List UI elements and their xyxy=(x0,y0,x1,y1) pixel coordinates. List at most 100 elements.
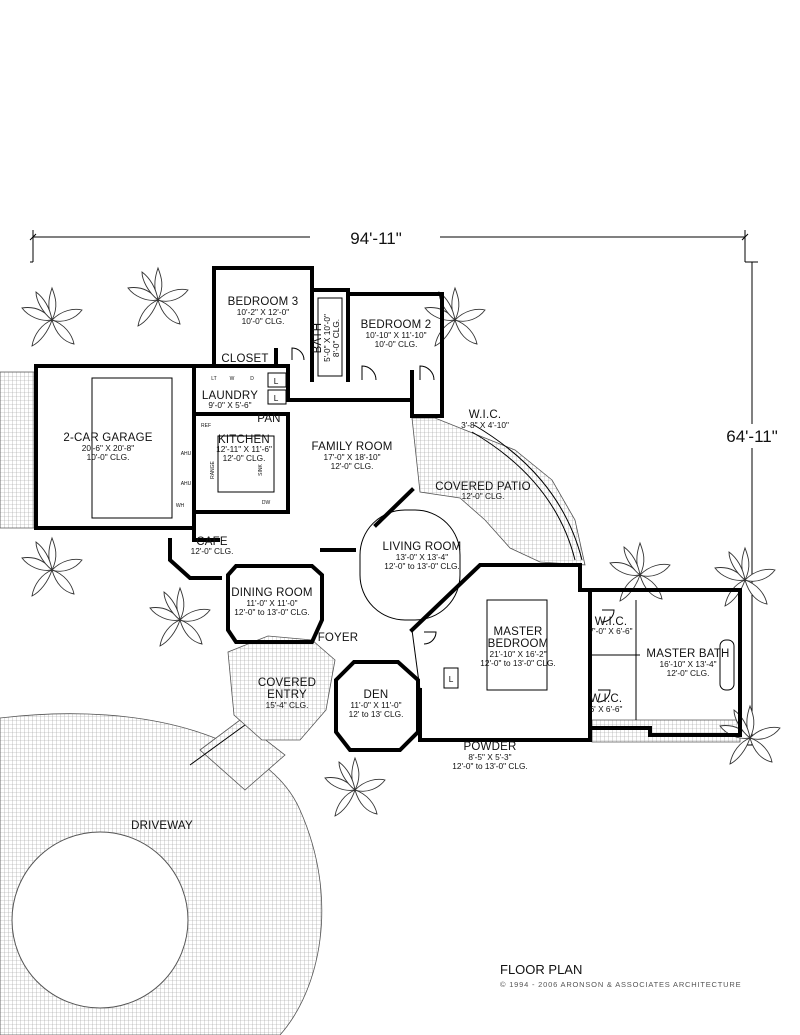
ahu-label: AHU xyxy=(181,451,192,457)
patio-curve xyxy=(471,431,576,561)
dining-clg: 12'-0" to 13'-0" CLG. xyxy=(234,607,309,617)
foyer-name: FOYER xyxy=(318,632,359,644)
laundry-tub-label: LT xyxy=(211,376,216,382)
driveway-turnaround xyxy=(11,831,189,1009)
kitchen-clg: 12'-0" CLG. xyxy=(223,453,266,463)
bedroom3-name: BEDROOM 3 xyxy=(228,296,299,308)
door-swing xyxy=(361,365,377,381)
den-walls xyxy=(334,660,420,752)
door-swings xyxy=(291,347,615,703)
wic2-size: 6' X 6'-6" xyxy=(590,704,623,714)
linen-label: L xyxy=(274,393,279,403)
powder-clg: 12'-0" to 13'-0" CLG. xyxy=(452,761,527,771)
master-clg: 12'-0" to 13'-0" CLG. xyxy=(480,658,555,668)
linen-label: L xyxy=(449,674,454,684)
dimension-depth-bg xyxy=(708,424,796,448)
linen-closet xyxy=(267,389,287,405)
living-name: LIVING ROOM xyxy=(383,541,462,553)
garage-apron-paving xyxy=(0,371,35,529)
masterbath-name: MASTER BATH xyxy=(646,648,729,660)
living-clg: 12'-0" to 13'-0" CLG. xyxy=(384,561,459,571)
wic1-size: 7'-0" X 6'-6" xyxy=(589,626,632,636)
family-name: FAMILY ROOM xyxy=(311,441,392,453)
wic-top-size: 3'-8" X 4'-10" xyxy=(461,420,509,430)
cafe-name: CAFE xyxy=(196,536,228,548)
powder-size: 8'-5" X 5'-3" xyxy=(468,752,511,762)
washer-label: W xyxy=(230,376,235,382)
dryer-label: D xyxy=(250,376,254,382)
family-clg: 12'-0" CLG. xyxy=(331,461,374,471)
den-size: 11'-0" X 11'-0" xyxy=(350,700,401,710)
dimension-width: 94'-11" xyxy=(350,229,402,248)
sink-label: SINK xyxy=(258,464,264,476)
plan-title: FLOOR PLAN xyxy=(500,962,582,977)
garage-clg: 10'-0" CLG. xyxy=(87,452,130,462)
door-swing xyxy=(423,631,437,645)
refrigerator-label: REF xyxy=(201,423,211,429)
cafe-walls xyxy=(168,538,222,580)
shrub xyxy=(714,547,776,607)
entry-size: 15'-4" CLG. xyxy=(266,700,309,710)
bedroom2-name: BEDROOM 2 xyxy=(361,319,432,331)
patio-clg: 12'-0" CLG. xyxy=(462,491,505,501)
shrub xyxy=(149,587,211,647)
water-heater-label: WH xyxy=(176,503,185,509)
den-name: DEN xyxy=(364,689,389,701)
wic-top-name: W.I.C. xyxy=(469,409,502,421)
powder-name: POWDER xyxy=(464,741,517,753)
dimension-depth: 64'-11" xyxy=(726,427,778,446)
wic2-name: W.I.C. xyxy=(590,693,623,705)
entry-paving xyxy=(227,635,336,741)
shrub xyxy=(21,287,83,347)
master-bed-outline xyxy=(486,599,548,691)
interior-partitions xyxy=(91,297,735,720)
bedroom2-size: 10'-10" X 11'-10" xyxy=(365,330,426,340)
driveway-edge xyxy=(189,724,246,766)
door-swing xyxy=(291,347,305,361)
range-label: RANGE xyxy=(210,460,216,478)
linen-closet xyxy=(267,372,287,388)
dining-size: 11'-0" X 11'-0" xyxy=(246,598,297,608)
master-size: 21'-10" X 16'-2" xyxy=(489,649,546,659)
laundry-name: LAUNDRY xyxy=(202,390,258,402)
room-labels: BEDROOM 3 10'-2" X 12'-0" 10'-0" CLG. BE… xyxy=(63,296,729,832)
masterbath-size: 16'-10" X 13'-4" xyxy=(659,659,716,669)
dining-name: DINING ROOM xyxy=(231,587,312,599)
shrub xyxy=(21,537,83,597)
bath-name: BATH xyxy=(312,323,324,354)
tub xyxy=(719,639,735,691)
master-name-line2: BEDROOM xyxy=(488,638,549,650)
kitchen-walls xyxy=(192,364,414,542)
bedroom3-size: 10'-2" X 12'-0" xyxy=(237,307,289,317)
wic1-name: W.I.C. xyxy=(595,616,628,628)
bath-clg: 8'-0" CLG. xyxy=(331,319,341,357)
shrub xyxy=(609,542,671,602)
dining-walls xyxy=(226,564,324,644)
linen-closet xyxy=(443,667,459,689)
entry-name-line1: COVERED xyxy=(258,677,316,689)
dimension-width-bg xyxy=(310,226,440,248)
patio-paving xyxy=(411,417,586,566)
laundry-size: 9'-0" X 5'-6" xyxy=(208,400,251,410)
shrub xyxy=(324,757,386,817)
shrub xyxy=(127,267,189,327)
living-size: 13'-0" X 13'-4" xyxy=(396,552,448,562)
masterbath-clg: 12'-0" CLG. xyxy=(667,668,710,678)
patio-curve-outer xyxy=(473,424,583,561)
kitchen-size: 12'-11" X 11'-6" xyxy=(216,444,272,454)
garage-name: 2-CAR GARAGE xyxy=(63,432,152,444)
living-curved-wall-inner xyxy=(359,509,461,621)
bedroom2-clg: 10'-0" CLG. xyxy=(375,339,418,349)
overall-dimension-lines xyxy=(29,230,758,746)
door-swing xyxy=(597,689,611,703)
kitchen-name: KITCHEN xyxy=(218,434,270,446)
walkway-paving xyxy=(199,719,286,791)
den-clg: 12' to 13' CLG. xyxy=(349,709,404,719)
bath-size: 5'-0" X 10'-0" xyxy=(322,314,332,362)
living-walls xyxy=(320,487,592,742)
ahu-label: AHU xyxy=(181,481,192,487)
master-name-line1: MASTER xyxy=(493,626,542,638)
cafe-clg: 12'-0" CLG. xyxy=(191,546,234,556)
rear-lanai-paving xyxy=(591,719,741,743)
garage-size: 20'-6" X 20'-8" xyxy=(82,443,134,453)
